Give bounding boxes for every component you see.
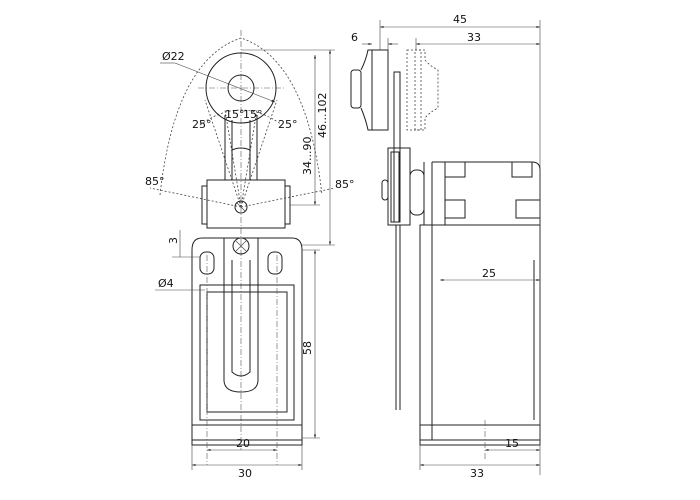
- side-view: 45 6 33 25 15 33: [350, 13, 541, 480]
- lever-range-2-label: 46...102: [316, 93, 329, 138]
- mount-screw: [232, 237, 250, 255]
- roller-offset-label: 33: [467, 31, 481, 44]
- angle-left-outer-label: 85°: [145, 175, 165, 188]
- angle-left-inner-label: 15°: [225, 108, 245, 121]
- angle-left-mid-label: 25°: [192, 118, 212, 131]
- hole-spacing-label: 20: [236, 437, 250, 450]
- angle-right-inner-label: 15°: [243, 108, 263, 121]
- roller-diameter-label: Ø22: [162, 50, 185, 63]
- angle-right-outer-label: 85°: [335, 178, 355, 191]
- body-width-label: 30: [238, 467, 252, 480]
- body: [191, 237, 303, 441]
- side-body: [419, 224, 541, 441]
- roller-hub: [227, 74, 255, 102]
- pivot-screw: [234, 200, 248, 214]
- slot-height-label: 3: [167, 237, 180, 244]
- body-height-label: 58: [301, 341, 314, 355]
- total-depth-label: 45: [453, 13, 467, 26]
- roller-width-label: 6: [351, 31, 358, 44]
- body-depth-label: 33: [470, 467, 484, 480]
- front-view: Ø22 15° 15° 25° 25° 85° 85° 34...90 46..…: [145, 30, 355, 480]
- roller: [205, 52, 277, 124]
- angle-right-mid-label: 25°: [278, 118, 298, 131]
- hole-diameter-label: Ø4: [158, 277, 174, 290]
- hole-depth-label: 25: [482, 267, 496, 280]
- lever-range-1-label: 34...90: [301, 137, 314, 175]
- bottom-offset-label: 15: [505, 437, 519, 450]
